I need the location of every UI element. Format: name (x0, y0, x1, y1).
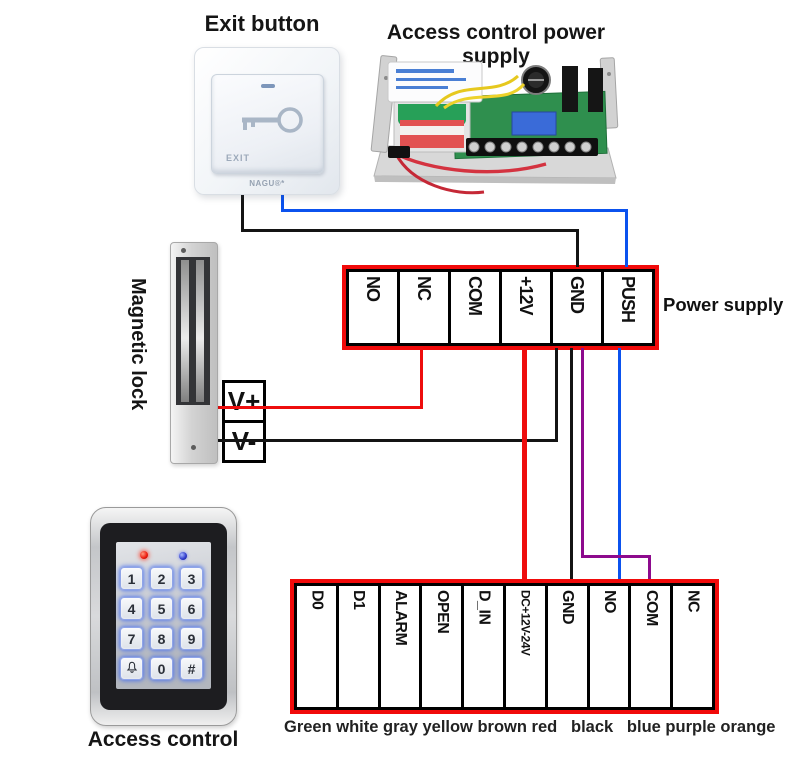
keypad-key-6: 6 (180, 597, 203, 620)
terminal-ps-gnd: GND (550, 269, 604, 346)
keypad-key-7: 7 (120, 627, 143, 650)
key-icon (228, 101, 308, 146)
terminal-ps-push: PUSH (601, 269, 655, 346)
wire-gnd-com-purple (581, 348, 584, 558)
exit-brand-label: NAGU®* (249, 179, 285, 188)
keypad-blue-led-icon (179, 552, 187, 560)
terminal-ctrl-din: D_IN (461, 583, 506, 710)
lock-magnet-face (176, 257, 210, 405)
wire-exit-gnd-black (576, 229, 579, 267)
terminal-ctrl-d1: D1 (335, 583, 381, 710)
wire-gnd-com-purple (648, 555, 651, 579)
lock-screw-top (181, 248, 186, 253)
vplus-terminal: V+ (222, 380, 266, 423)
lock-screw-bottom (191, 445, 196, 450)
exit-led-indicator (261, 84, 275, 88)
wire-colors-caption: Green white gray yellow brown red black … (284, 718, 776, 736)
terminal-ctrl-nc: NC (670, 583, 715, 710)
wire-exit-push-blue (625, 209, 628, 267)
keypad-key-8: 8 (150, 627, 173, 650)
keypad-photo: 1 2 3 4 5 6 7 8 9 0 # (90, 507, 237, 726)
wire-exit-gnd-black (241, 229, 579, 232)
wire-exit-push-blue (281, 209, 628, 212)
wire-gnd-com-purple (581, 555, 651, 558)
terminal-ctrl-d0: D0 (294, 583, 339, 710)
wire-exit-push-blue (281, 189, 284, 212)
controller-terminal-block: D0 D1 ALARM OPEN D_IN DC+12V-24V GND NO … (290, 579, 719, 714)
keypad-key-bell (120, 657, 143, 680)
keypad-key-0: 0 (150, 657, 173, 680)
power-terminal-block: NO NC COM +12V GND PUSH (342, 265, 659, 350)
keypad-key-4: 4 (120, 597, 143, 620)
wire-gnd-gnd-black (570, 348, 573, 579)
wire-nc-vplus-red (420, 348, 423, 409)
power-supply-label: Power supply (663, 294, 784, 315)
wire-gnd-vminus-black (555, 348, 558, 442)
wire-12v-dc-red (522, 348, 527, 579)
terminal-ps-no: NO (346, 269, 400, 346)
wire-push-no-blue (618, 348, 621, 579)
keypad-key-1: 1 (120, 567, 143, 590)
keypad-key-3: 3 (180, 567, 203, 590)
keypad-keys: 1 2 3 4 5 6 7 8 9 0 # (120, 567, 203, 680)
keypad-red-led-icon (140, 551, 148, 559)
wire-exit-gnd-black (241, 189, 244, 232)
keypad-key-9: 9 (180, 627, 203, 650)
keypad-key-hash: # (180, 657, 203, 680)
terminal-ctrl-open: OPEN (419, 583, 465, 710)
exit-face-label: EXIT (226, 153, 251, 163)
terminal-ctrl-no: NO (586, 583, 632, 710)
lock-stripe (181, 260, 189, 402)
keypad-key-5: 5 (150, 597, 173, 620)
keypad-title: Access control (87, 728, 239, 751)
keypad-key-2: 2 (150, 567, 173, 590)
psu-title: Access control power supply (386, 21, 606, 68)
terminal-ctrl-com: COM (628, 583, 674, 710)
vplus-label: V+ (227, 386, 261, 416)
terminal-ctrl-alarm: ALARM (377, 583, 423, 710)
bell-icon (125, 660, 139, 677)
magnetic-lock-label: Magnetic lock (127, 278, 149, 411)
exit-button-face: EXIT (211, 74, 324, 174)
magnetic-lock-photo (170, 242, 218, 464)
terminal-ps-12v: +12V (499, 269, 553, 346)
terminal-ctrl-gnd: GND (544, 583, 590, 710)
psu-photo (366, 54, 626, 199)
exit-button-title: Exit button (204, 11, 320, 36)
wire-nc-vplus-red (212, 406, 423, 409)
exit-button-photo: EXIT NAGU®* (194, 47, 340, 195)
lock-stripe (196, 260, 204, 402)
terminal-ps-com: COM (448, 269, 502, 346)
terminal-ps-nc: NC (397, 269, 451, 346)
wire-gnd-vminus-black (212, 439, 558, 442)
terminal-ctrl-dc: DC+12V-24V (502, 583, 548, 710)
